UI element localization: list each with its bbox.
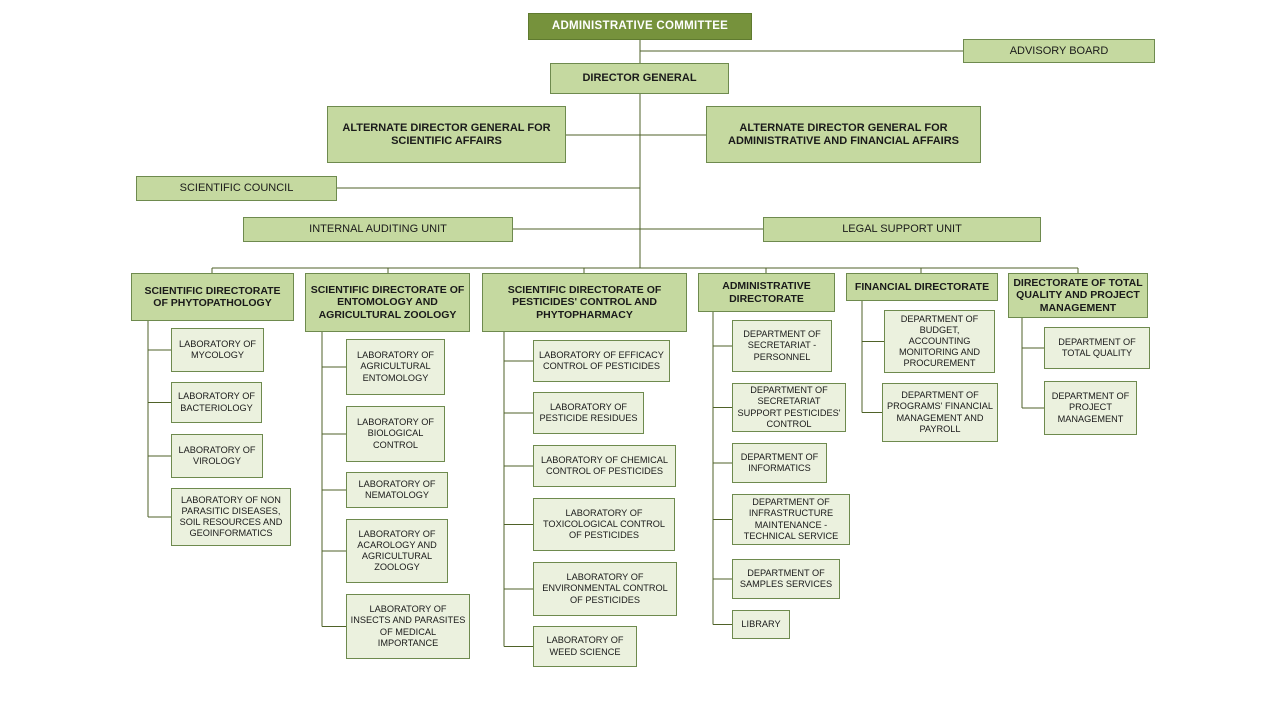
laboratory-box: LABORATORY OF ACAROLOGY AND AGRICULTURAL… <box>346 519 448 583</box>
directorate-total-quality-box: DIRECTORATE OF TOTAL QUALITY AND PROJECT… <box>1008 273 1148 318</box>
laboratory-box: LABORATORY OF NEMATOLOGY <box>346 472 448 508</box>
directorate-entomology-box: SCIENTIFIC DIRECTORATE OF ENTOMOLOGY AND… <box>305 273 470 332</box>
directorate-administrative-box: ADMINISTRATIVE DIRECTORATE <box>698 273 835 312</box>
alternate-director-scientific-box: ALTERNATE DIRECTOR GENERAL FOR SCIENTIFI… <box>327 106 566 163</box>
department-box: DEPARTMENT OF TOTAL QUALITY <box>1044 327 1150 369</box>
department-box: DEPARTMENT OF SECRETARIAT - PERSONNEL <box>732 320 832 372</box>
directorate-phytopathology-box: SCIENTIFIC DIRECTORATE OF PHYTOPATHOLOGY <box>131 273 294 321</box>
advisory-board-box: ADVISORY BOARD <box>963 39 1155 63</box>
internal-auditing-unit-box: INTERNAL AUDITING UNIT <box>243 217 513 242</box>
director-general-box: DIRECTOR GENERAL <box>550 63 729 94</box>
scientific-council-box: SCIENTIFIC COUNCIL <box>136 176 337 201</box>
department-box: DEPARTMENT OF SAMPLES SERVICES <box>732 559 840 599</box>
laboratory-box: LABORATORY OF AGRICULTURAL ENTOMOLOGY <box>346 339 445 395</box>
department-box: DEPARTMENT OF BUDGET, ACCOUNTING MONITOR… <box>884 310 995 373</box>
library-box: LIBRARY <box>732 610 790 639</box>
administrative-committee-box: ADMINISTRATIVE COMMITTEE <box>528 13 752 40</box>
department-box: DEPARTMENT OF PROJECT MANAGEMENT <box>1044 381 1137 435</box>
laboratory-box: LABORATORY OF EFFICACY CONTROL OF PESTIC… <box>533 340 670 382</box>
directorate-financial-box: FINANCIAL DIRECTORATE <box>846 273 998 301</box>
department-box: DEPARTMENT OF INFORMATICS <box>732 443 827 483</box>
directorate-pesticides-control-box: SCIENTIFIC DIRECTORATE OF PESTICIDES' CO… <box>482 273 687 332</box>
laboratory-box: LABORATORY OF BIOLOGICAL CONTROL <box>346 406 445 462</box>
laboratory-box: LABORATORY OF VIROLOGY <box>171 434 263 478</box>
alternate-director-administrative-box: ALTERNATE DIRECTOR GENERAL FOR ADMINISTR… <box>706 106 981 163</box>
laboratory-box: LABORATORY OF NON PARASITIC DISEASES, SO… <box>171 488 291 546</box>
legal-support-unit-box: LEGAL SUPPORT UNIT <box>763 217 1041 242</box>
laboratory-box: LABORATORY OF PESTICIDE RESIDUES <box>533 392 644 434</box>
laboratory-box: LABORATORY OF ENVIRONMENTAL CONTROL OF P… <box>533 562 677 616</box>
department-box: DEPARTMENT OF PROGRAMS' FINANCIAL MANAGE… <box>882 383 998 442</box>
laboratory-box: LABORATORY OF CHEMICAL CONTROL OF PESTIC… <box>533 445 676 487</box>
department-box: DEPARTMENT OF SECRETARIAT SUPPORT PESTIC… <box>732 383 846 432</box>
laboratory-box: LABORATORY OF BACTERIOLOGY <box>171 382 262 423</box>
laboratory-box: LABORATORY OF MYCOLOGY <box>171 328 264 372</box>
department-box: DEPARTMENT OF INFRASTRUCTURE MAINTENANCE… <box>732 494 850 545</box>
laboratory-box: LABORATORY OF TOXICOLOGICAL CONTROL OF P… <box>533 498 675 551</box>
laboratory-box: LABORATORY OF INSECTS AND PARASITES OF M… <box>346 594 470 659</box>
laboratory-box: LABORATORY OF WEED SCIENCE <box>533 626 637 667</box>
